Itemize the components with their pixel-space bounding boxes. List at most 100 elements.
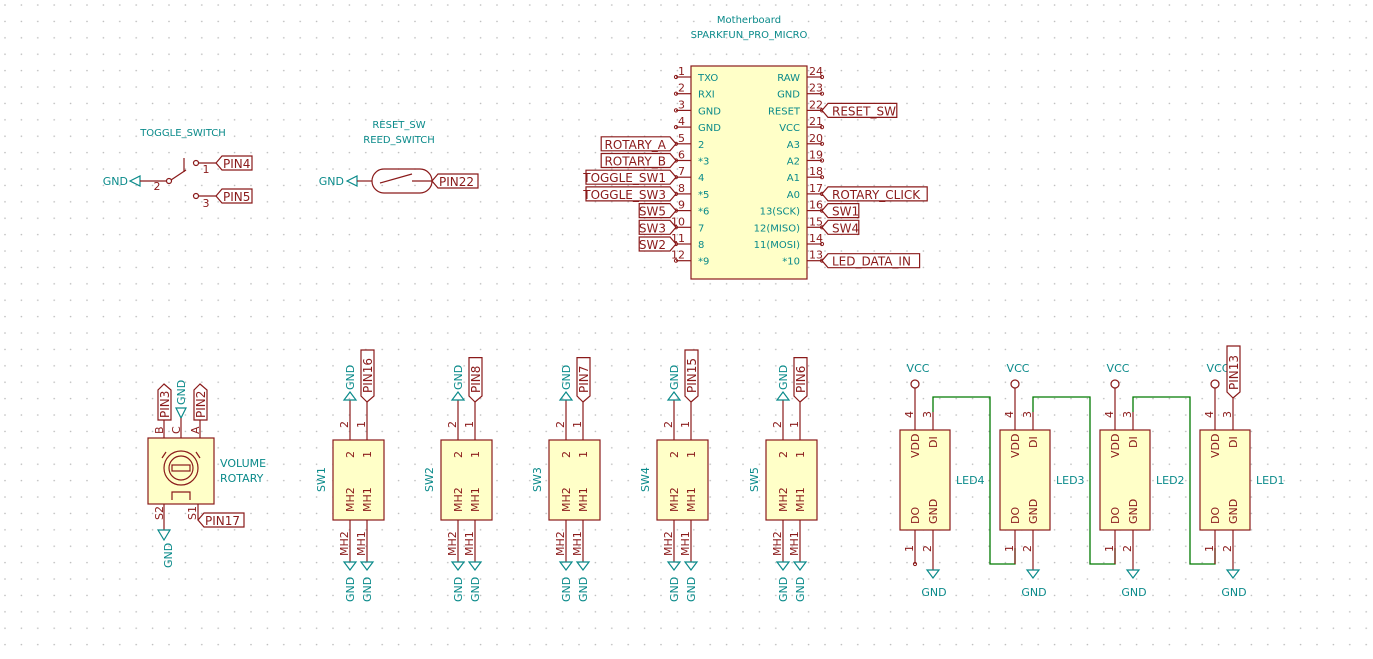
- toggle-switch-symbol[interactable]: TOGGLE_SWITCH GND 2 1 3 PIN4 PIN5: [103, 128, 253, 210]
- rotary-pin-b: B: [153, 426, 166, 434]
- mb-left-pin-end: [673, 91, 679, 96]
- switch-ref: SW3: [531, 467, 544, 492]
- mb-left-pin-number: 2: [678, 82, 685, 95]
- reed-ref: RESET_SW: [372, 120, 425, 131]
- switch-gnd-bottom-label: GND: [452, 577, 465, 602]
- switch-gnd-top-symbol: [775, 391, 791, 401]
- reed-gnd-label: GND: [319, 175, 344, 188]
- switch-net-flag: [684, 349, 699, 403]
- rotary-pin-a: A: [189, 426, 202, 434]
- mb-left-pin-end: [673, 125, 679, 130]
- led-pin3: 3: [1221, 411, 1234, 418]
- mb-right-pin-end: [819, 141, 825, 146]
- led-pin2: 2: [1121, 545, 1134, 552]
- toggle-switch-title: TOGGLE_SWITCH: [139, 128, 226, 139]
- led-ref: LED4: [956, 474, 985, 487]
- switch-body-p2: 2: [560, 451, 573, 458]
- mb-left-pin-name: TXO: [697, 73, 718, 84]
- mb-left-net-flag: [638, 219, 677, 235]
- switch-gnd-top-symbol: [666, 391, 682, 401]
- switch-body-p1: 1: [577, 451, 590, 458]
- motherboard-symbol[interactable]: Motherboard SPARKFUN_PRO_MICRO 1TXO2RXI3…: [582, 15, 928, 280]
- mb-left-pin-name: 7: [698, 223, 704, 234]
- switch-gnd-top-label: GND: [452, 365, 465, 390]
- mb-right-pin-number: 19: [809, 149, 823, 162]
- led-vcc-label: VCC: [1107, 362, 1130, 375]
- led-body-di: DI: [1127, 436, 1140, 448]
- mb-right-pin-number: 22: [809, 98, 823, 111]
- led-body-gnd: GND: [1127, 499, 1140, 524]
- mb-right-pin-end: [819, 125, 825, 130]
- mb-right-pin-number: 18: [809, 165, 823, 178]
- mb-right-net-flag: [821, 219, 860, 235]
- switch-ref: SW5: [748, 467, 761, 492]
- led-gnd-label: GND: [1021, 586, 1046, 599]
- mb-left-pin-name: *6: [698, 207, 709, 218]
- rotary-pin-c: C: [170, 426, 183, 434]
- switch-body-p2: 2: [777, 451, 790, 458]
- mb-left-net-flag: [600, 136, 677, 152]
- rotary-title-rotary: ROTARY: [220, 472, 264, 485]
- mb-left-net-label: SW2: [639, 238, 666, 252]
- switch-body-p1: 1: [685, 451, 698, 458]
- led-body-vdd: VDD: [1209, 434, 1222, 458]
- switch-body: [332, 439, 385, 521]
- led-vcc-label: VCC: [1207, 362, 1230, 375]
- mb-left-pin-name: GND: [698, 123, 721, 134]
- toggle-net-pin4: PIN4: [223, 157, 250, 171]
- mb-right-pin-name: 13(SCK): [760, 207, 801, 218]
- mb-right-pin-name: GND: [777, 90, 800, 101]
- switch-pin-mh1: MH1: [679, 531, 692, 556]
- led-net-flag: [1226, 345, 1241, 399]
- switch-ref: SW4: [639, 467, 652, 492]
- mb-right-pin-name: *10: [782, 257, 800, 268]
- switch-pin1-number: 1: [788, 421, 801, 428]
- motherboard-ref: Motherboard: [717, 15, 781, 26]
- led-pin3: 3: [921, 411, 934, 418]
- switch-net-label: PIN16: [361, 358, 375, 393]
- mb-left-net-flag: [600, 152, 677, 169]
- switch-body: [656, 439, 709, 521]
- switch-pin-mh2: MH2: [771, 531, 784, 556]
- mb-left-net-flag: [638, 203, 677, 219]
- switch-pin-mh1: MH1: [355, 531, 368, 556]
- mb-right-pin-name: 11(MOSI): [754, 240, 800, 251]
- switch-gnd-bottom-label: GND: [344, 577, 357, 602]
- mb-right-pin-end: [819, 158, 825, 163]
- led-net-label: PIN13: [1227, 355, 1241, 390]
- switch-body-mh1: MH1: [469, 487, 482, 512]
- toggle-net-pin5: PIN5: [223, 190, 250, 204]
- switch-pin-mh1: MH1: [788, 531, 801, 556]
- mb-left-net-flag: [638, 236, 677, 252]
- switch-pin1-number: 1: [679, 421, 692, 428]
- reed-switch-symbol[interactable]: RESET_SW REED_SWITCH GND PIN22: [319, 120, 479, 194]
- motherboard-value: SPARKFUN_PRO_MICRO: [691, 30, 808, 41]
- mb-left-pin-number: 3: [678, 98, 685, 111]
- mb-left-pin-end: [673, 74, 679, 80]
- mb-right-pin-name: VCC: [779, 123, 800, 134]
- led-gnd-symbol: [1125, 569, 1141, 579]
- switch-gnd-bottom-label: GND: [668, 577, 681, 602]
- led-ref: LED2: [1156, 474, 1185, 487]
- switch-gnd-bottom-symbol: [775, 561, 791, 571]
- mb-left-pin-number: 5: [678, 132, 685, 145]
- mb-right-net-label: ROTARY_CLICK: [832, 188, 921, 202]
- rotary-encoder-symbol[interactable]: PIN3 GND PIN2 B C A VOLUME ROTARY S2 S1 …: [147, 380, 266, 568]
- mb-right-net-label: RESET_SW: [832, 104, 896, 118]
- led-pin1: 1: [1103, 545, 1116, 552]
- reed-net-pin22: PIN22: [439, 175, 474, 189]
- mb-right-pin-end: [819, 74, 825, 80]
- switch-gnd-bottom-symbol: [467, 561, 483, 571]
- switch-net-flag: [360, 349, 375, 403]
- switch-body: [548, 439, 601, 521]
